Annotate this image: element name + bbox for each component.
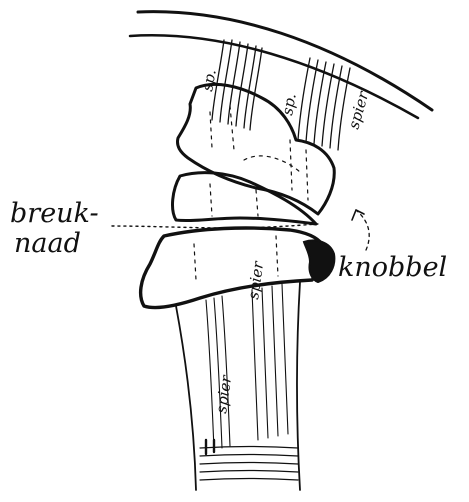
lower-bone-fragment xyxy=(141,228,323,308)
knobbel-callus xyxy=(304,241,334,283)
curved-arrow xyxy=(352,210,369,250)
label-knobbel: knobbel xyxy=(338,252,447,283)
label-sp-right: sp. xyxy=(278,92,300,117)
breuknaad-pointer xyxy=(112,224,318,228)
label-breuk: breuk- xyxy=(10,198,99,229)
label-spier-low: spier xyxy=(212,373,235,414)
label-spier-mid: spier xyxy=(244,259,267,300)
lower-shaft xyxy=(176,282,300,490)
label-spier-top: spier xyxy=(345,89,373,131)
label-naad: naad xyxy=(14,228,81,259)
label-sp-left: sp. xyxy=(198,68,220,93)
bottom-hatching xyxy=(200,440,298,480)
lower-tendons xyxy=(206,284,288,450)
